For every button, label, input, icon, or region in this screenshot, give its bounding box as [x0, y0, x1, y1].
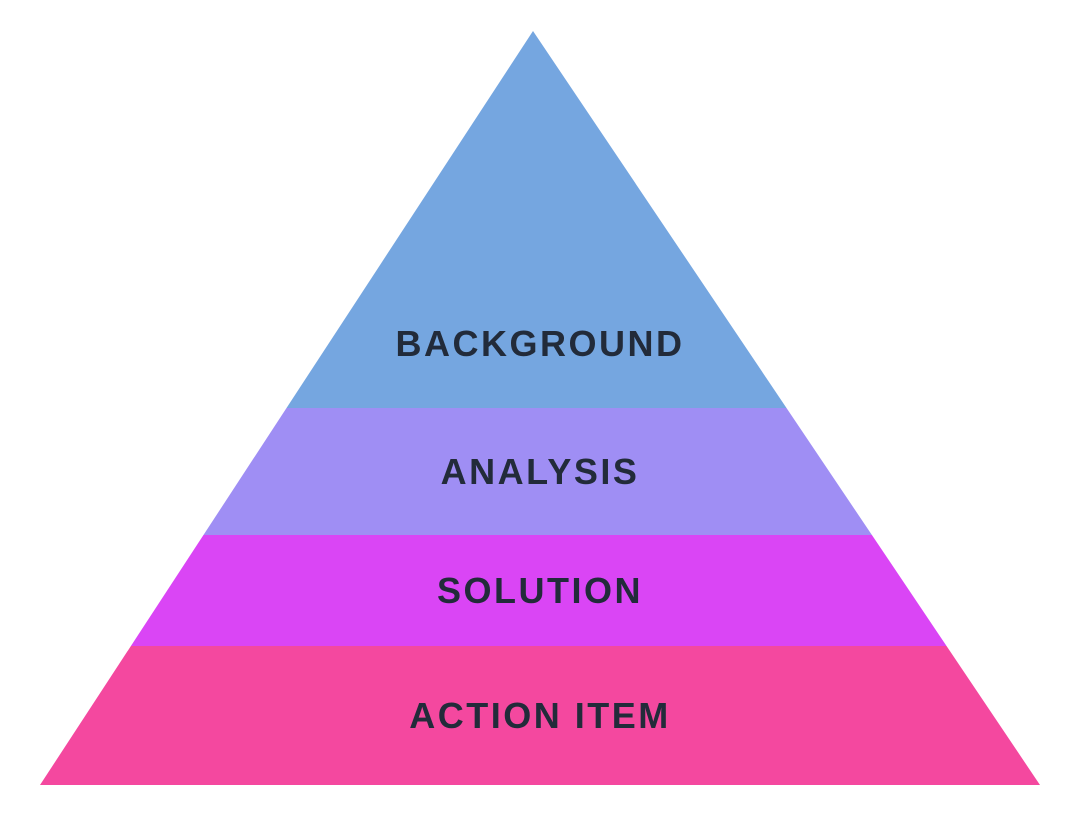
pyramid-level-action-item-label: ACTION ITEM	[409, 694, 671, 736]
pyramid-level-background: BACKGROUND	[40, 31, 1040, 408]
pyramid-level-solution-label: SOLUTION	[437, 569, 643, 611]
pyramid-level-action-item: ACTION ITEM	[40, 646, 1040, 785]
pyramid-level-analysis-label: ANALYSIS	[440, 450, 640, 492]
pyramid-level-solution: SOLUTION	[40, 535, 1040, 646]
pyramid-level-analysis: ANALYSIS	[40, 408, 1040, 535]
pyramid-level-background-label: BACKGROUND	[395, 323, 685, 364]
pyramid-diagram: BACKGROUND ANALYSIS SOLUTION ACTION ITEM	[40, 31, 1040, 785]
